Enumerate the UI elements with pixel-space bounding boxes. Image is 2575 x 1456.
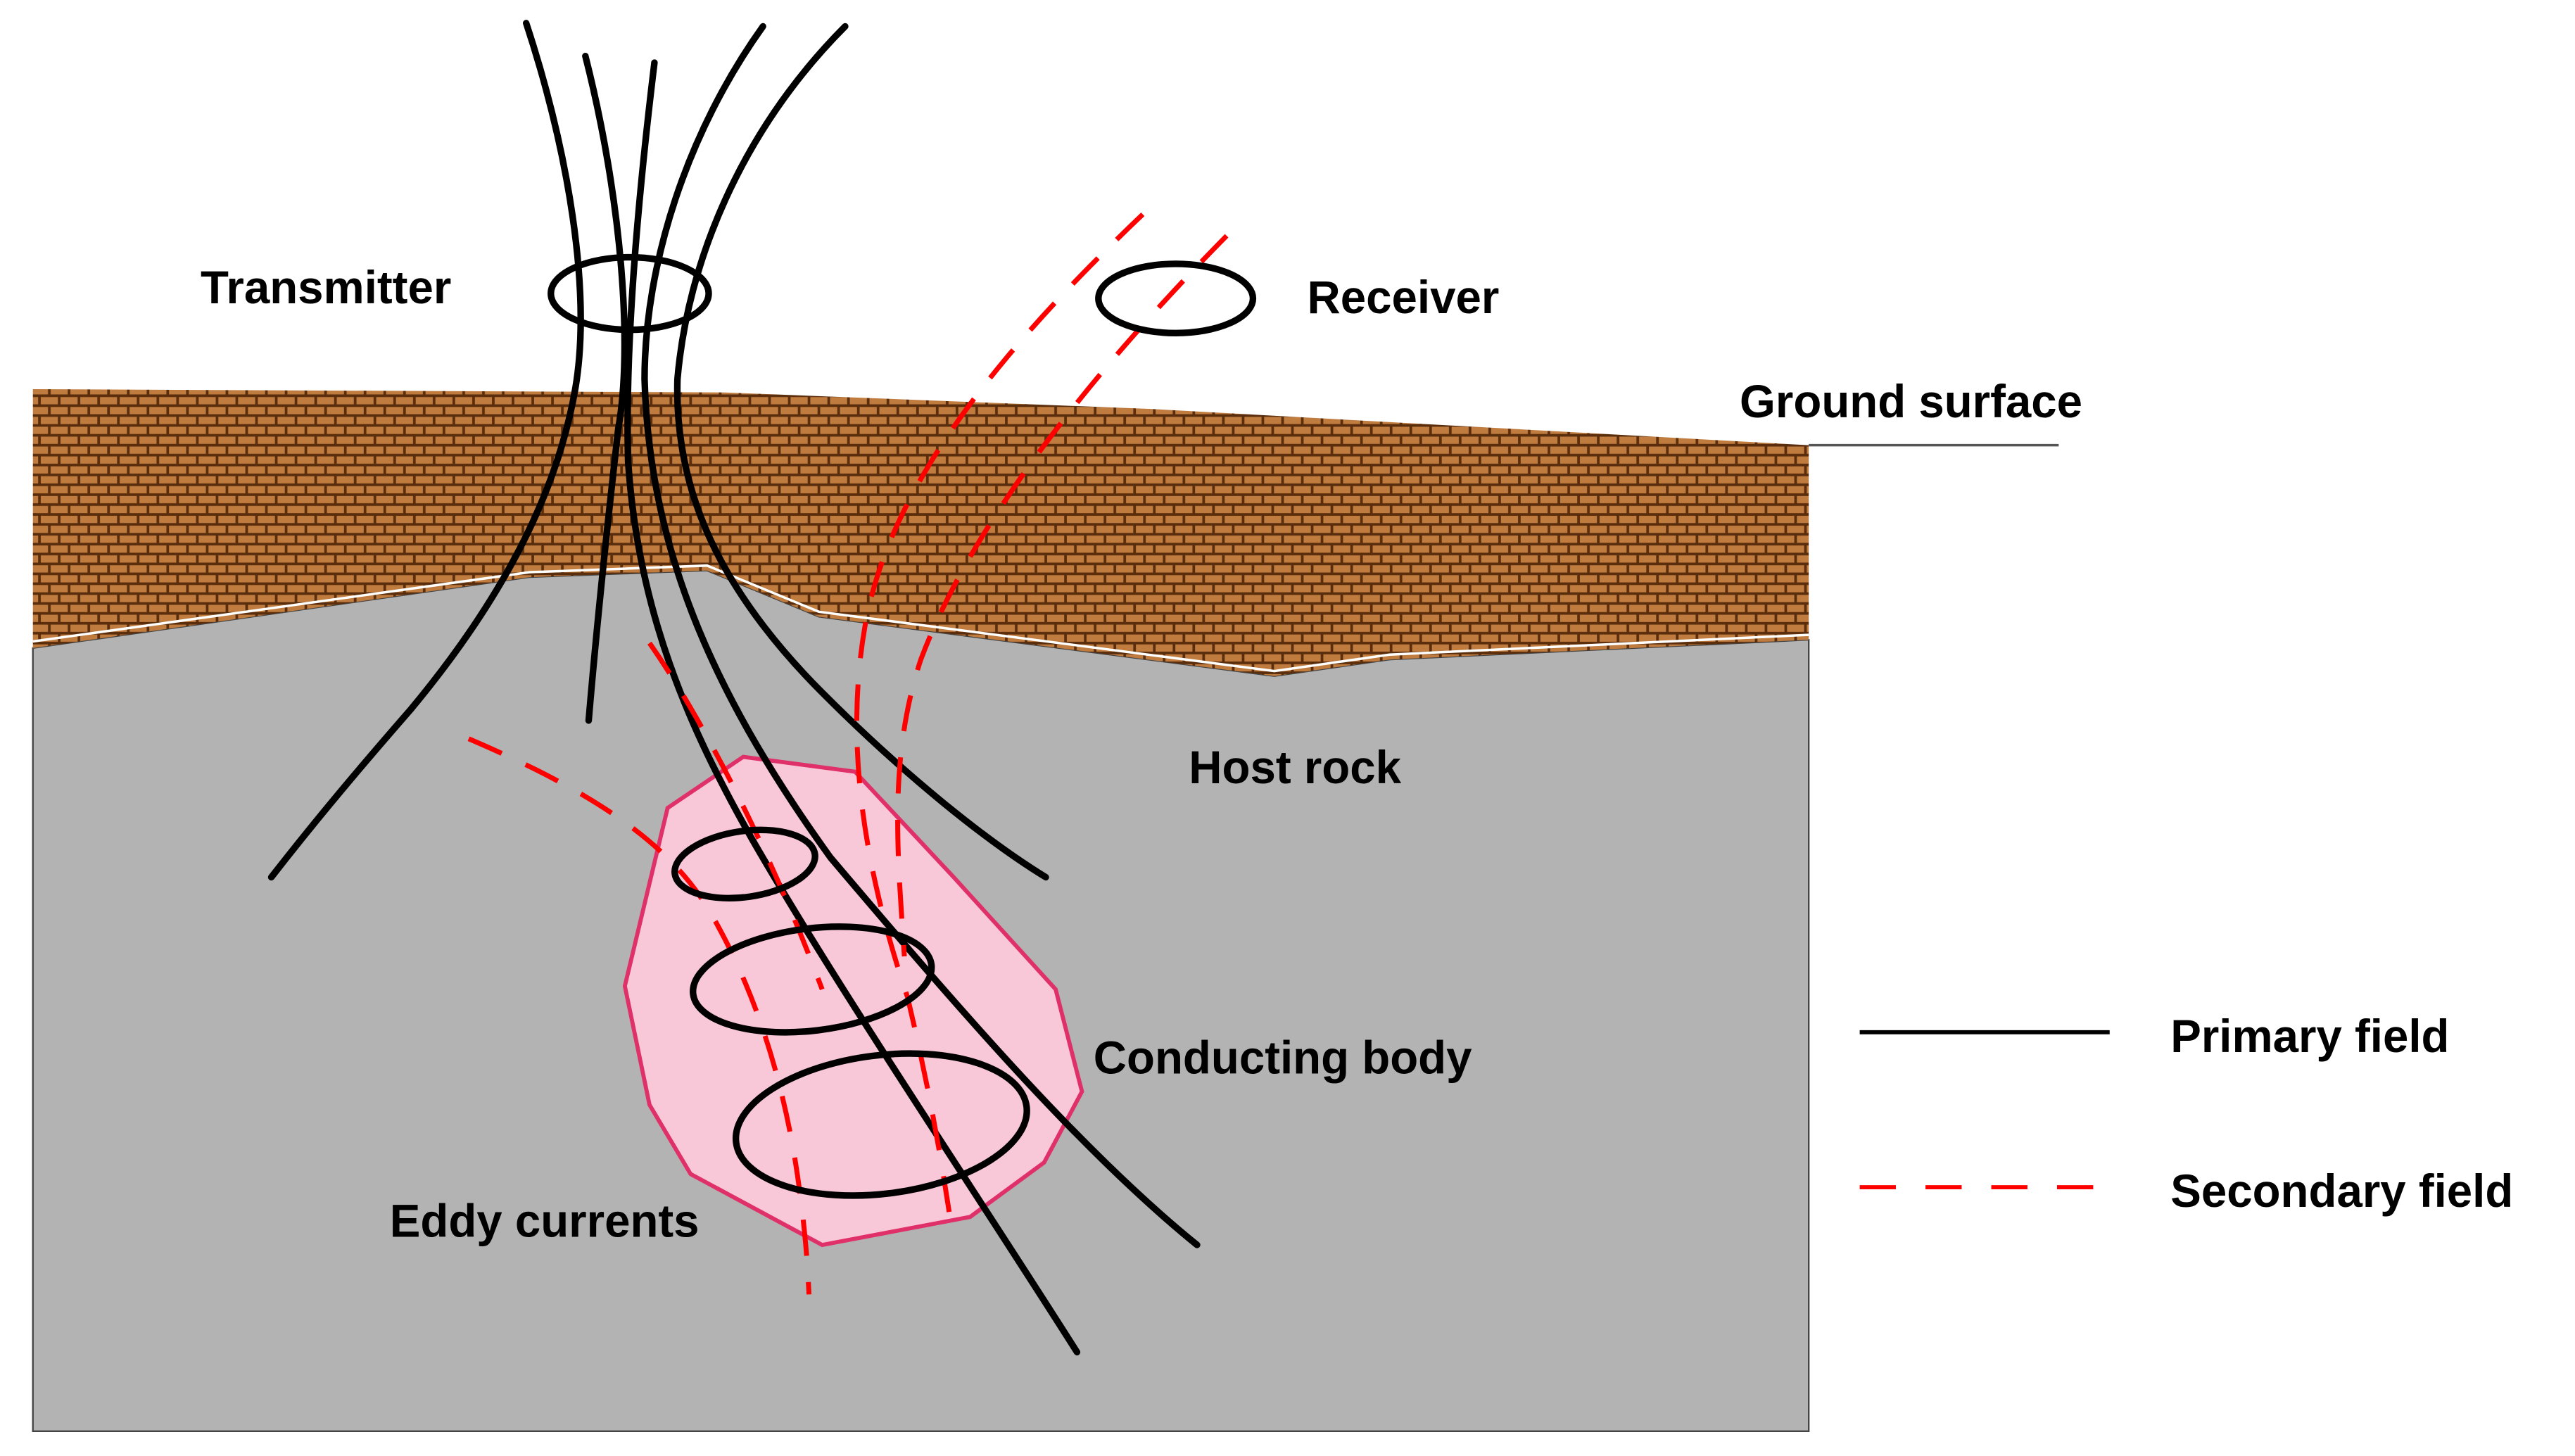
legend: Primary field Secondary field <box>1859 1011 2513 1217</box>
secondary-field-line <box>647 641 825 991</box>
overburden-base-line <box>32 564 1809 673</box>
transmitter-loop <box>548 253 712 334</box>
transmitter-label: Transmitter <box>201 262 451 313</box>
eddy-currents-label: Eddy currents <box>390 1195 700 1246</box>
host-rock-label: Host rock <box>1189 742 1401 793</box>
receiver-label: Receiver <box>1308 272 1500 323</box>
legend-secondary-label: Secondary field <box>2170 1165 2513 1217</box>
eddy-current-loop <box>690 923 935 1036</box>
conducting-body-label: Conducting body <box>1094 1032 1472 1083</box>
primary-field-line <box>673 23 1049 881</box>
eddy-current-loop <box>671 826 818 901</box>
secondary-field-line <box>895 234 1229 957</box>
overburden-layer <box>32 388 1809 676</box>
primary-field-line <box>641 23 1201 1248</box>
secondary-field-lines <box>467 213 1229 1295</box>
legend-primary-label: Primary field <box>2170 1011 2449 1062</box>
secondary-field-line <box>467 736 812 1295</box>
eddy-current-loop <box>732 1050 1030 1199</box>
primary-field-lines <box>267 20 1201 1356</box>
primary-field-line <box>624 59 1081 1356</box>
eddy-current-loops <box>671 826 1030 1199</box>
ground-surface-label: Ground surface <box>1740 376 2082 427</box>
primary-field-line <box>582 52 628 724</box>
primary-field-line <box>267 20 584 881</box>
receiver-loop <box>1095 260 1257 337</box>
secondary-field-line <box>854 213 1145 1221</box>
